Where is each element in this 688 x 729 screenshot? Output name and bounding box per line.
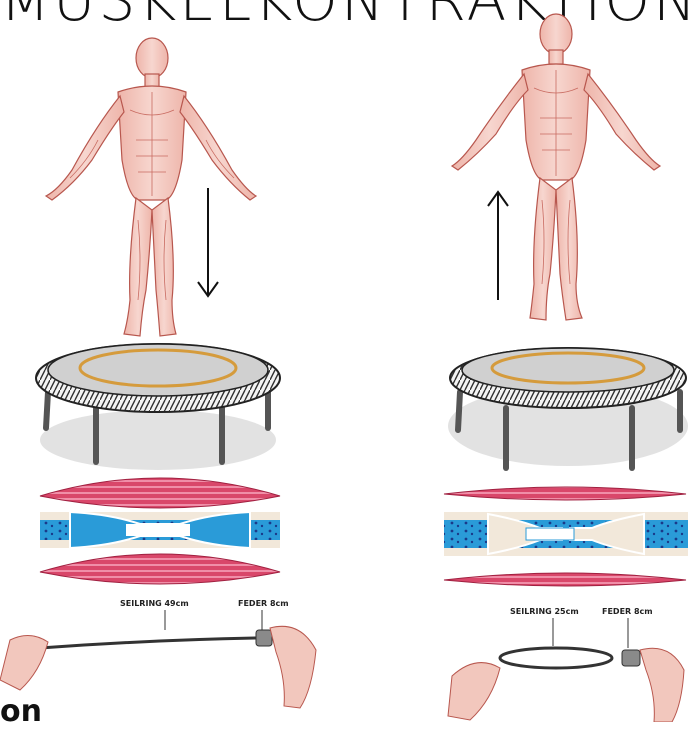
right-rope-spring — [448, 618, 684, 722]
footer-partial-text: on — [0, 694, 42, 729]
left-trampoline — [36, 344, 280, 470]
right-seilring-label: SEILRING 25cm — [510, 607, 579, 616]
right-feder-label: FEDER 8cm — [602, 607, 653, 616]
down-arrow-icon — [198, 188, 218, 296]
left-muscle-contracted — [40, 478, 280, 584]
right-trampoline — [448, 348, 688, 468]
left-feder-label: FEDER 8cm — [238, 599, 289, 608]
left-rope-spring — [0, 610, 316, 708]
right-human-figure — [452, 14, 660, 320]
up-arrow-icon — [488, 192, 508, 300]
left-seilring-label: SEILRING 49cm — [120, 599, 189, 608]
left-human-figure — [46, 38, 256, 336]
right-muscle-relaxed — [444, 487, 688, 586]
